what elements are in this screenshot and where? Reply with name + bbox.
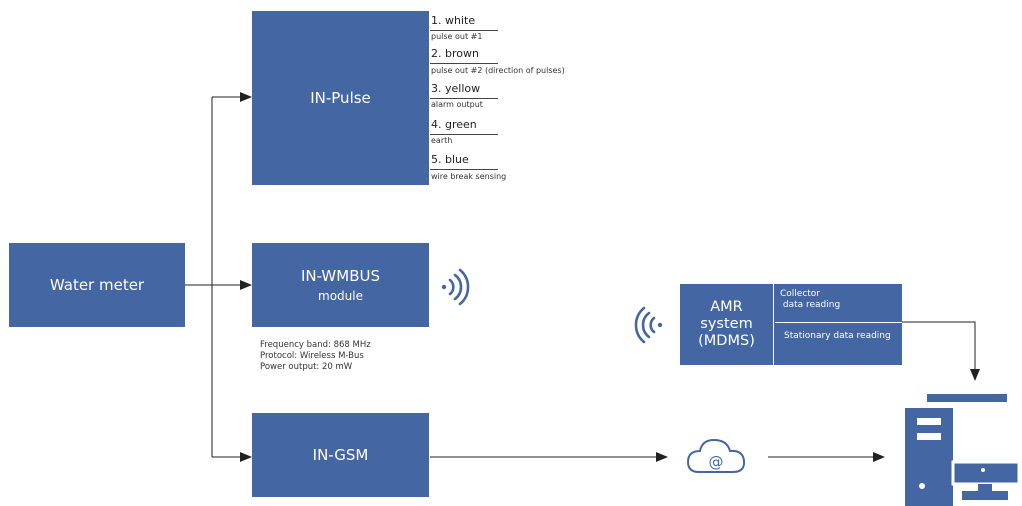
wireless-signal-icon-amr [634, 306, 663, 344]
wire-line [430, 14, 498, 31]
in-wmbus-label: IN-WMBUS [300, 267, 380, 285]
wire-line [430, 118, 498, 135]
wire-desc: alarm output [431, 100, 483, 109]
wireless-signal-icon [441, 268, 470, 306]
wire-desc: pulse out #1 [431, 32, 483, 41]
spec-protocol: Protocol: Wireless M-Bus [260, 351, 364, 361]
svg-text:@: @ [709, 453, 724, 471]
collector-line1: Collector [780, 289, 821, 299]
amr-title-line1: AMR [710, 299, 743, 315]
amr-system-box: AMR system (MDMS) Collector data reading… [680, 284, 902, 365]
in-pulse-box: IN-Pulse [252, 11, 429, 185]
server-computer-icon [905, 394, 1021, 506]
collector-line2: data reading [780, 300, 841, 310]
spec-frequency: Frequency band: 868 MHz [260, 340, 371, 350]
wire-name: 2. brown [431, 47, 479, 60]
wire-desc: wire break sensing [431, 172, 507, 181]
amr-title-line3: (MDMS) [698, 333, 755, 349]
wire-desc: earth [431, 136, 453, 145]
spec-power: Power output: 20 mW [260, 362, 353, 372]
cloud-at-icon: @ [686, 438, 746, 473]
amr-title: AMR system (MDMS) [680, 284, 774, 365]
amr-divider [775, 322, 902, 323]
in-pulse-label: IN-Pulse [310, 89, 371, 107]
wire-name: 1. white [431, 14, 476, 27]
wire-name: 5. blue [431, 153, 469, 166]
in-gsm-label: IN-GSM [312, 446, 369, 464]
wire-name: 3. yellow [431, 82, 481, 95]
wire-name: 4. green [431, 118, 477, 131]
in-gsm-box: IN-GSM [252, 413, 429, 497]
wire-line [430, 47, 498, 64]
wmbus-specs: Frequency band: 868 MHz Protocol: Wirele… [260, 340, 371, 373]
water-meter-box: Water meter [9, 243, 185, 327]
wire-desc: pulse out #2 (direction of pulses) [431, 66, 565, 75]
stationary-data-reading: Stationary data reading [784, 331, 891, 341]
amr-title-line2: system [700, 316, 753, 332]
in-wmbus-sublabel: module [318, 289, 363, 303]
wire-line [430, 82, 498, 99]
wire-line [430, 153, 498, 170]
in-wmbus-box: IN-WMBUS module [252, 243, 429, 327]
water-meter-label: Water meter [49, 276, 145, 294]
collector-data-reading: Collector data reading [780, 289, 840, 311]
